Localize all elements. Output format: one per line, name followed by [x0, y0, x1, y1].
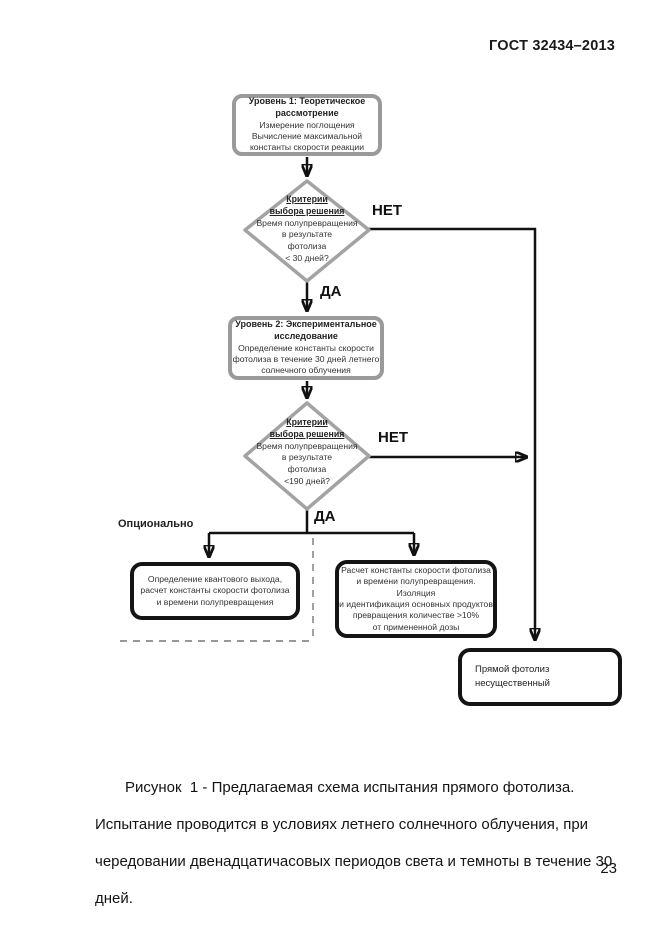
level2-body: Определение константы скорости фотолиза … — [232, 342, 380, 376]
caption-line-4: дней. — [95, 890, 133, 907]
decision1-heading: Критерии выбора решения — [269, 194, 345, 216]
level1-title: Уровень 1: Теоретическое рассмотрение — [248, 96, 366, 118]
document-number: ГОСТ 32434–2013 — [489, 38, 615, 54]
level2-title: Уровень 2: Экспериментальное исследовани… — [235, 319, 377, 341]
decision1-body: Время полупревращения в результате фотол… — [256, 217, 358, 263]
result-box-body: Прямой фотолиз несущественный — [475, 663, 550, 689]
optional-box-right: Расчет константы скорости фотолиза и вре… — [335, 560, 497, 638]
decision2-diamond-shape — [243, 401, 371, 511]
decision2-body: Время полупревращения в результате фотол… — [256, 440, 358, 486]
caption-line-1: Рисунок 1 - Предлагаемая схема испытания… — [125, 779, 575, 796]
decision1-yes-label: ДА — [320, 283, 342, 300]
level1-body: Измерение поглощения Вычисление максимал… — [249, 119, 365, 153]
decision2-no-label: НЕТ — [378, 429, 408, 446]
optional-label: Опционально — [118, 518, 194, 530]
decision2-text: Критерии выбора решения Время полупревра… — [247, 417, 367, 487]
optional-box-left-body: Определение квантового выхода, расчет ко… — [140, 573, 290, 607]
level1-box: Уровень 1: Теоретическое рассмотрение Из… — [232, 94, 382, 156]
page-number: 23 — [600, 860, 617, 877]
decision1-text: Критерии выбора решения Время полупревра… — [247, 194, 367, 264]
decision2-yes-label: ДА — [314, 508, 336, 525]
decision1-no-label: НЕТ — [372, 202, 402, 219]
result-box: Прямой фотолиз несущественный — [458, 648, 622, 706]
optional-box-right-body: Расчет константы скорости фотолиза и вре… — [339, 564, 493, 632]
arrow-no-rail-to-result — [369, 227, 535, 640]
level2-box: Уровень 2: Экспериментальное исследовани… — [228, 316, 384, 380]
caption-line-3: чередовании двенадцатичасовых периодов с… — [95, 853, 613, 870]
figure-caption: Рисунок 1 - Предлагаемая схема испытания… — [95, 769, 635, 917]
decision1-diamond-shape — [243, 179, 371, 283]
caption-line-2: Испытание проводится в условиях летнего … — [95, 816, 589, 833]
decision2-heading: Критерии выбора решения — [269, 417, 345, 439]
optional-box-left: Определение квантового выхода, расчет ко… — [130, 562, 300, 620]
